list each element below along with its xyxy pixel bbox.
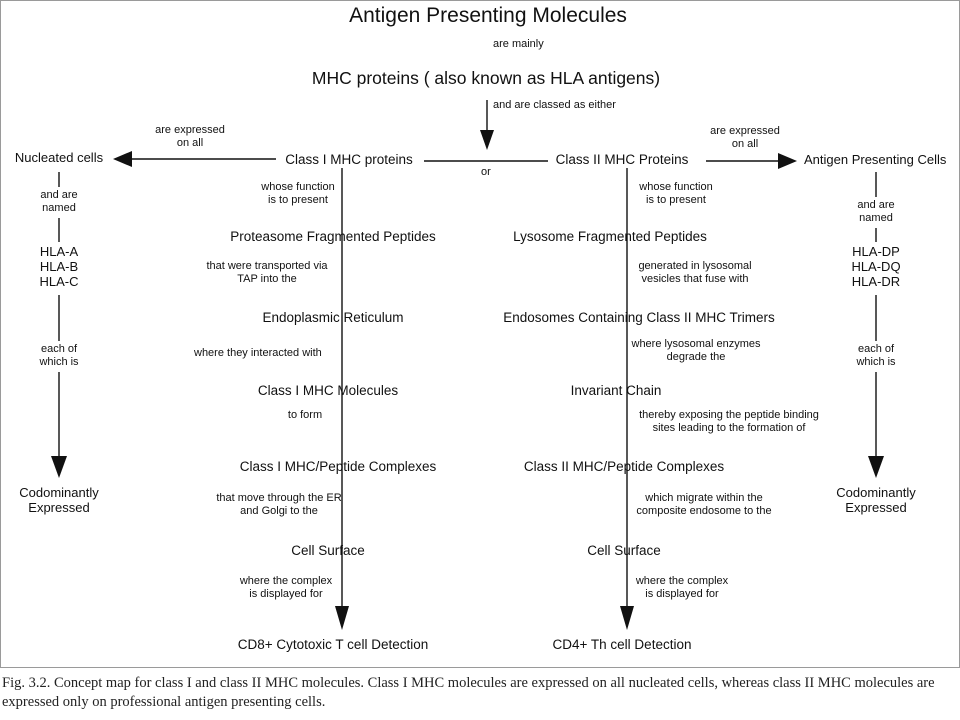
class1-cell-surface-node: Cell Surface — [291, 543, 365, 558]
link-classed: and are classed as either — [493, 99, 616, 111]
proteasome-peptides-node: Proteasome Fragmented Peptides — [230, 229, 436, 244]
invariant-chain-node: Invariant Chain — [570, 383, 662, 398]
class2-link-exposing: thereby exposing the peptide binding sit… — [639, 409, 819, 434]
endosomes-node: Endosomes Containing Class II MHC Trimer… — [503, 310, 775, 325]
left-link-expressed: are expressed on all — [155, 124, 225, 149]
left-codominant-node: Codominantly Expressed — [19, 485, 99, 515]
right-link-named: and are named — [857, 199, 895, 224]
class1-mhc-molecules-node: Class I MHC Molecules — [257, 383, 399, 398]
class1-link-form: to form — [287, 409, 323, 421]
endoplasmic-reticulum-node: Endoplasmic Reticulum — [262, 310, 404, 325]
mhc-proteins-node: MHC proteins ( also known as HLA antigen… — [311, 68, 661, 88]
class1-link-interacted: where they interacted with — [194, 347, 322, 359]
class1-link-er-golgi: that move through the ER and Golgi to th… — [216, 492, 342, 517]
class1-peptide-complexes-node: Class I MHC/Peptide Complexes — [239, 459, 437, 474]
class2-link-lysosomal: generated in lysosomal vesicles that fus… — [638, 260, 752, 285]
class2-peptide-complexes-node: Class II MHC/Peptide Complexes — [523, 459, 725, 474]
concept-map-lines — [51, 100, 884, 630]
hla-class1-node: HLA-A HLA-B HLA-C — [39, 244, 79, 289]
antigen-presenting-cells-node: Antigen Presenting Cells — [804, 152, 947, 167]
class1-link-transported: that were transported via TAP into the — [206, 260, 328, 285]
cd4-detection-node: CD4+ Th cell Detection — [552, 637, 692, 652]
right-link-expressed: are expressed on all — [710, 125, 780, 150]
class2-link-enzymes: where lysosomal enzymes degrade the — [631, 338, 761, 363]
class2-link-displayed: where the complex is displayed for — [635, 575, 729, 600]
left-link-named: and are named — [40, 189, 78, 214]
link-or: or — [481, 166, 491, 178]
right-link-each: each of which is — [856, 343, 896, 368]
nucleated-cells-node: Nucleated cells — [14, 150, 104, 165]
left-link-each: each of which is — [39, 343, 79, 368]
link-are-mainly: are mainly — [493, 38, 544, 50]
title-node: Antigen Presenting Molecules — [349, 4, 627, 27]
class1-link-displayed: where the complex is displayed for — [239, 575, 333, 600]
class2-cell-surface-node: Cell Surface — [587, 543, 661, 558]
cd8-detection-node: CD8+ Cytotoxic T cell Detection — [237, 637, 429, 652]
figure-caption: Fig. 3.2. Concept map for class I and cl… — [2, 675, 935, 711]
class2-mhc-proteins-node: Class II MHC Proteins — [555, 152, 689, 167]
class1-mhc-proteins-node: Class I MHC proteins — [285, 152, 413, 167]
lysosome-peptides-node: Lysosome Fragmented Peptides — [513, 229, 707, 244]
class2-link-endosome: which migrate within the composite endos… — [636, 492, 772, 517]
right-codominant-node: Codominantly Expressed — [836, 485, 916, 515]
hla-class2-node: HLA-DP HLA-DQ HLA-DR — [851, 244, 901, 289]
class2-link-present: whose function is to present — [639, 181, 713, 206]
class1-link-present: whose function is to present — [261, 181, 335, 206]
